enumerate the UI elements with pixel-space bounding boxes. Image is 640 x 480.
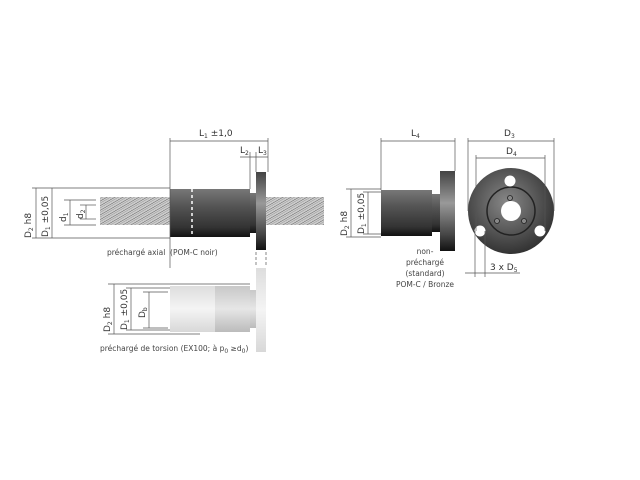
mounting-hole <box>504 175 516 187</box>
dim-D5: 3 x D5 <box>490 263 518 274</box>
bore-hole <box>501 201 521 221</box>
standard-nut <box>381 171 455 251</box>
torsion-dimensions: D2 h8 D1 ±0,05 Db préchargé de torsion (… <box>100 283 250 355</box>
axial-preloaded-nut <box>100 172 324 250</box>
nut-body <box>170 189 250 237</box>
nut-step <box>250 193 256 233</box>
caption-standard-line3: (standard) <box>405 269 444 278</box>
dim-d1: d1 <box>59 212 70 222</box>
caption-standard-line1: non- <box>417 247 434 256</box>
axial-dimensions: L1 ±1,0 L2 L3 D2 h8 D1 ±0,05 d1 d2 préch… <box>24 129 269 268</box>
flange-front-view <box>468 168 554 254</box>
threaded-spindle-left <box>100 197 172 225</box>
dim-D4: D4 <box>506 147 517 158</box>
flange-dimensions: D3 D4 3 x D5 <box>465 129 555 277</box>
caption-standard-line2: préchargé <box>406 258 444 267</box>
dim-D3: D3 <box>504 129 515 140</box>
caption-axial: préchargé axial (POM-C noir) <box>107 248 218 257</box>
dim-D1-torsion: D1 ±0,05 <box>120 289 131 330</box>
nut-flange <box>256 172 266 250</box>
dim-D1-standard: D1 ±0,05 <box>357 193 368 234</box>
dim-D2: D2 h8 <box>24 213 35 238</box>
dim-L3: L3 <box>258 146 267 157</box>
dim-L1: L1 ±1,0 <box>199 129 233 140</box>
torsion-preloaded-nut <box>170 268 266 352</box>
standard-dimensions: L4 D2 h8 D1 ±0,05 non- préchargé (standa… <box>340 129 456 289</box>
caption-torsion: préchargé de torsion (EX100; à p0 ≥d0) <box>100 344 248 355</box>
dim-L2: L2 <box>240 146 249 157</box>
mounting-hole <box>474 225 486 237</box>
mounting-hole <box>534 225 546 237</box>
dim-D2-standard: D2 h8 <box>340 211 351 236</box>
caption-standard-line4: POM-C / Bronze <box>396 280 454 289</box>
nut-body-light <box>170 286 215 332</box>
dim-L4: L4 <box>411 129 420 140</box>
dim-D2-torsion: D2 h8 <box>103 307 114 332</box>
threaded-spindle-right <box>264 197 324 225</box>
nut-body-mid <box>215 286 250 332</box>
dim-d2: d2 <box>76 209 87 219</box>
dim-Db: Db <box>138 307 149 318</box>
dim-D1: D1 ±0,05 <box>41 196 52 237</box>
nut-flange <box>440 171 455 251</box>
nut-flange-light <box>256 268 266 352</box>
nut-body <box>381 190 432 236</box>
